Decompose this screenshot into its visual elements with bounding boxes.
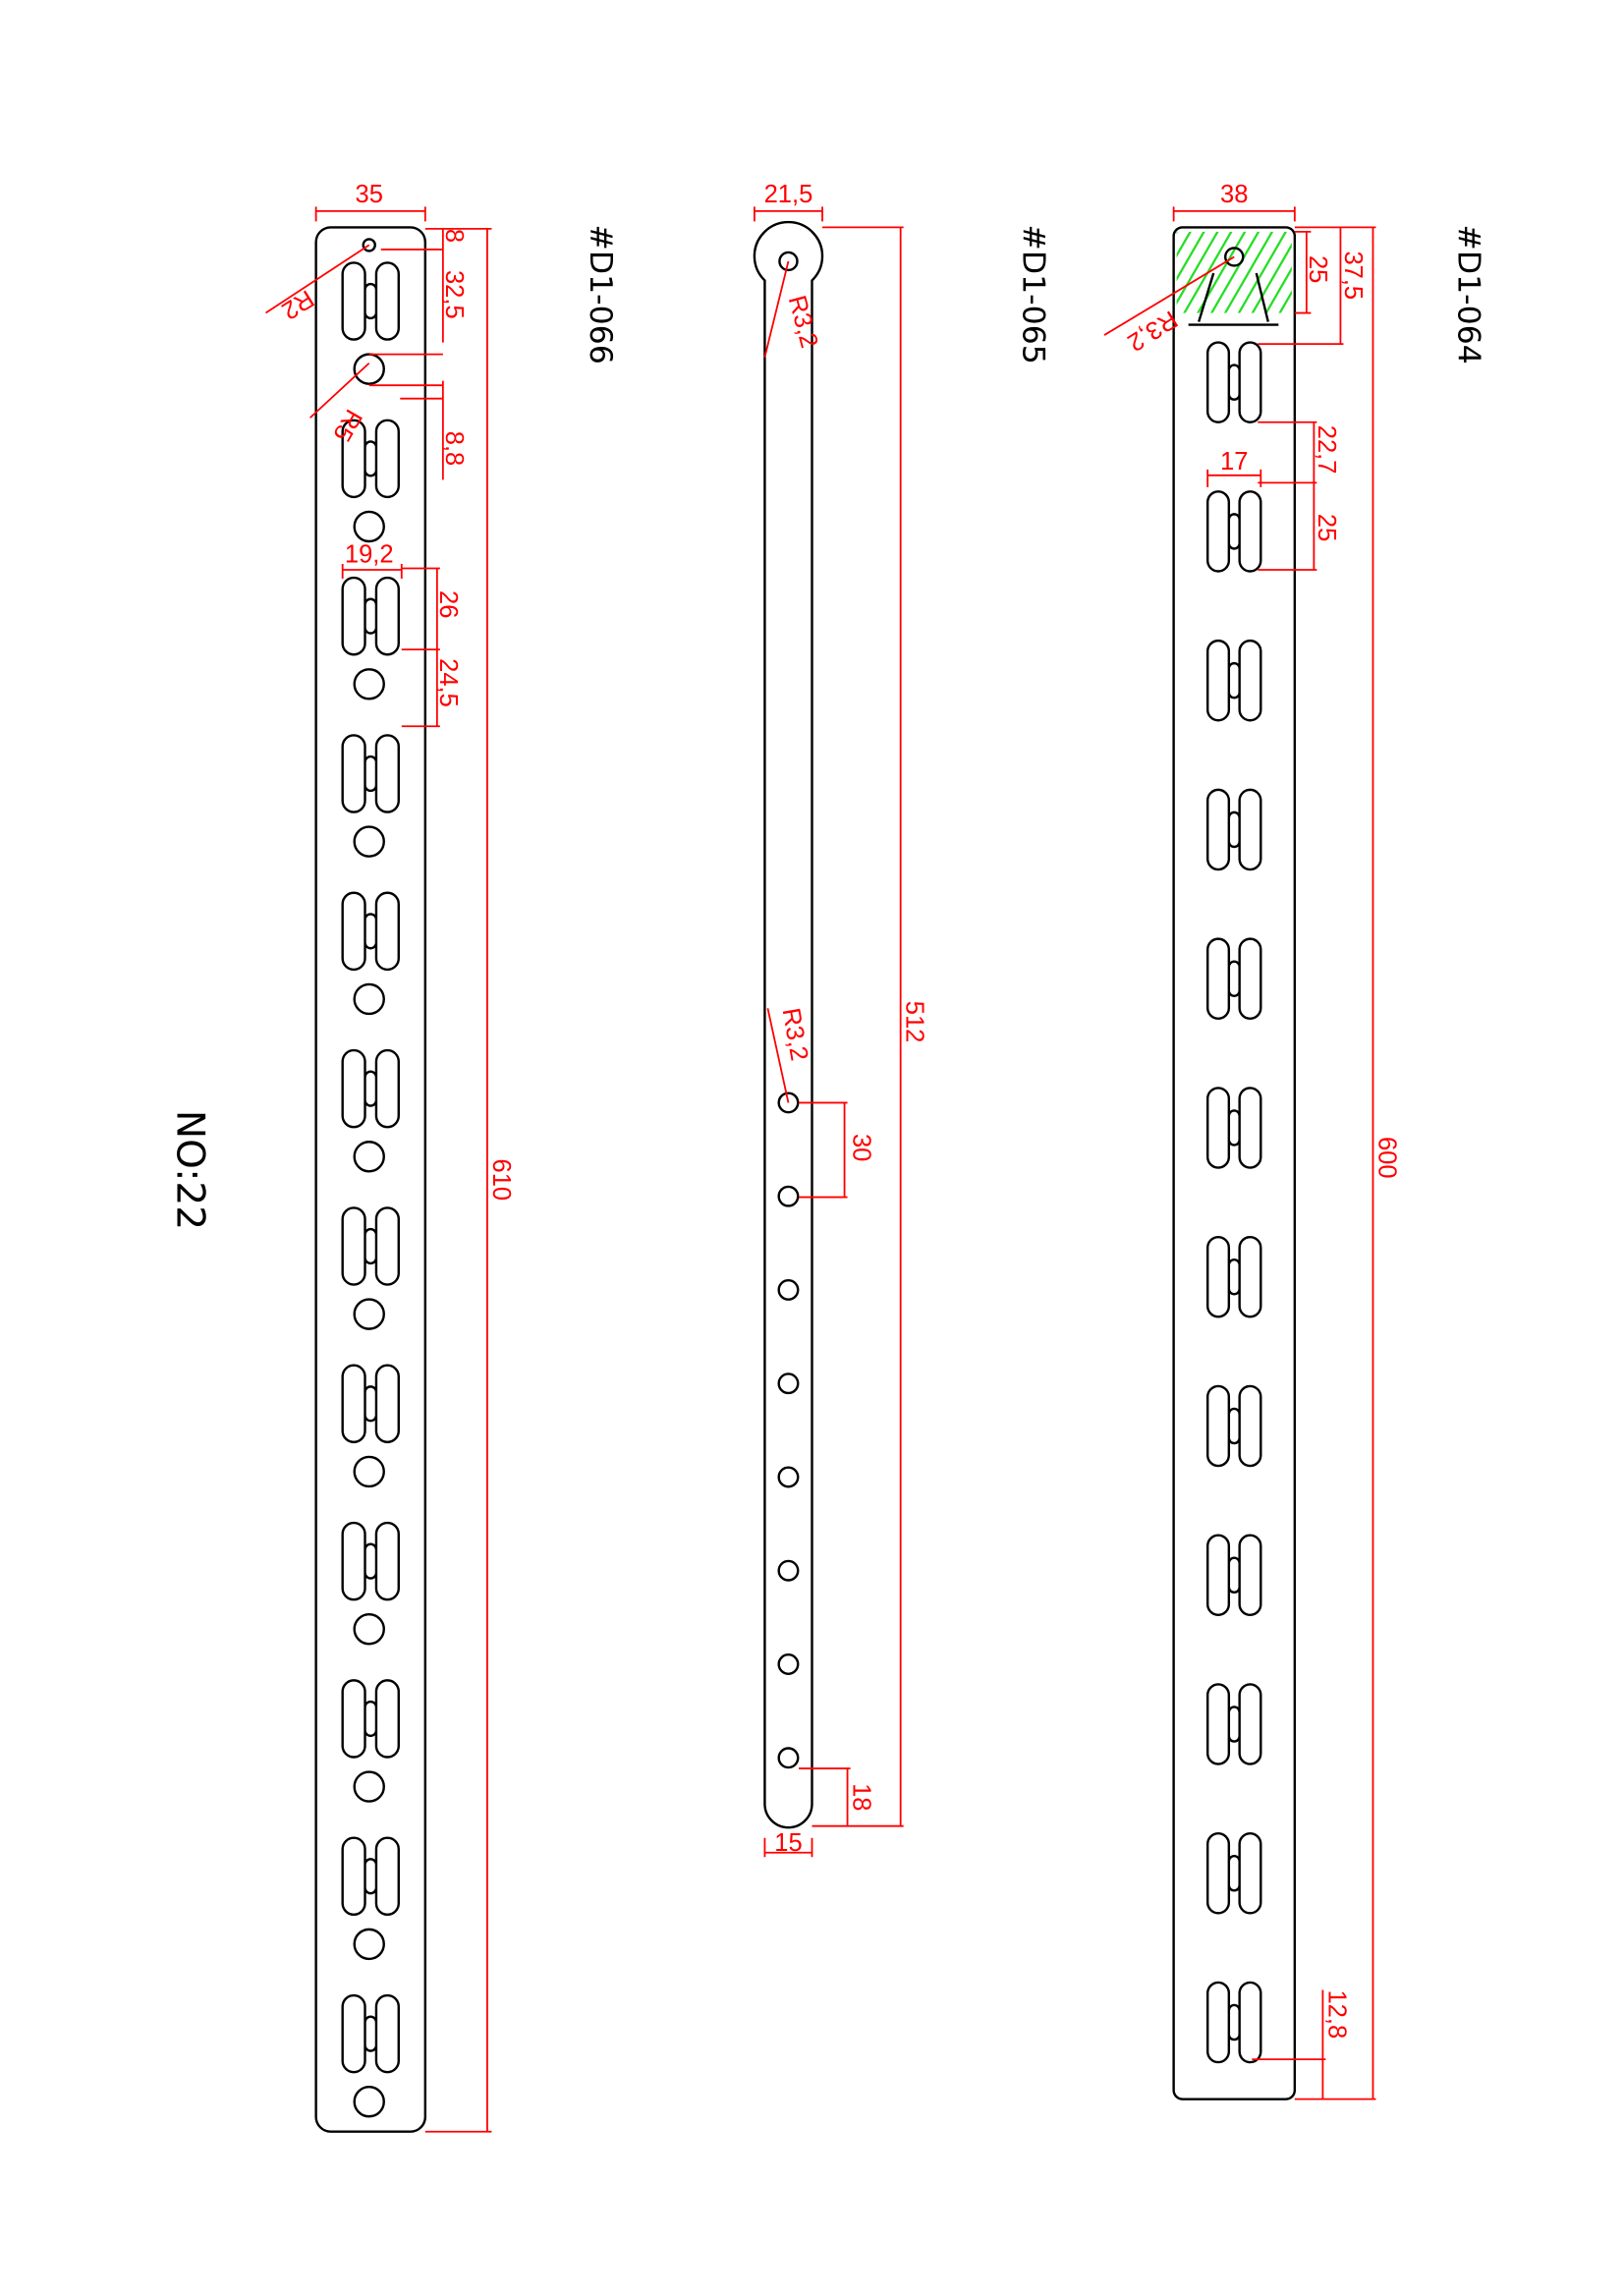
dim-length: 600: [1372, 1137, 1400, 1179]
dim-spacing: 24,5: [434, 658, 462, 707]
slot: [1205, 788, 1262, 871]
hole: [777, 1278, 800, 1301]
hole: [777, 1653, 800, 1675]
dim-gap: 22,7: [1313, 425, 1340, 475]
strip-outline: [753, 220, 824, 1829]
dim-gap: 8,8: [440, 431, 468, 467]
hole: [362, 238, 376, 252]
hatch-area: [1176, 231, 1292, 313]
dim-pitch: 32,5: [440, 270, 468, 319]
part-label-d1-065: #D1-065: [1015, 224, 1050, 364]
slot: [341, 1364, 400, 1443]
part-d1-065: [753, 220, 824, 1829]
dim-hole-radius: R3,2: [777, 1006, 813, 1063]
slot: [1205, 937, 1262, 1020]
hole: [353, 1928, 385, 1961]
dim-radius-small: R2: [277, 284, 319, 324]
slot: [341, 1836, 400, 1916]
strip-outline: [1172, 226, 1297, 2100]
dim-slot-w: 19,2: [345, 540, 394, 568]
dim-slot-h: 25: [1313, 514, 1340, 541]
dim-slot-h: 26: [434, 590, 462, 618]
hole: [353, 1770, 385, 1803]
hole: [353, 2085, 385, 2118]
slot: [1205, 490, 1262, 573]
slot: [1205, 639, 1262, 722]
hole: [777, 1466, 800, 1488]
slot: [341, 891, 400, 972]
slot: [1205, 1832, 1262, 1915]
dim-top-radius: R3,2: [783, 293, 823, 351]
dim-width: 21,5: [764, 181, 813, 208]
slot: [1205, 341, 1262, 423]
hole: [777, 1091, 800, 1114]
slot: [341, 419, 400, 499]
slot: [1205, 1683, 1262, 1765]
hanger-outline: [1188, 272, 1279, 326]
hole: [353, 668, 385, 700]
part-label-d1-066: #D1-066: [583, 224, 618, 364]
dim-top: 37,5: [1339, 251, 1367, 300]
hole: [353, 825, 385, 858]
slot: [1205, 1981, 1262, 2064]
hole: [353, 510, 385, 543]
slot: [341, 1521, 400, 1601]
dim-width: 38: [1220, 181, 1248, 208]
dim-radius: R5: [327, 405, 367, 446]
hole: [777, 1559, 800, 1582]
hole: [777, 1185, 800, 1207]
hole: [353, 1455, 385, 1488]
slot: [1205, 1384, 1262, 1468]
strip-outline: [314, 226, 427, 2133]
dim-end: 18: [848, 1783, 875, 1811]
dim-width: 35: [356, 181, 383, 208]
dim-slot-w: 17: [1220, 448, 1248, 476]
slot: [1205, 1534, 1262, 1616]
slot: [341, 261, 400, 341]
hole: [1224, 247, 1245, 267]
dim-bottom-width: 15: [774, 1829, 802, 1857]
dim-hatch: 25: [1304, 255, 1331, 283]
hole: [353, 1141, 385, 1173]
hole: [777, 1747, 800, 1769]
part-d1-066: [314, 226, 427, 2133]
hole: [353, 1613, 385, 1646]
dim-length: 512: [901, 1001, 928, 1043]
part-label-d1-064: #D1-064: [1451, 224, 1486, 364]
hole: [353, 353, 385, 385]
hole: [353, 982, 385, 1016]
slot: [1205, 1236, 1262, 1318]
slot: [341, 1206, 400, 1286]
dim-length: 610: [487, 1159, 515, 1202]
slot: [341, 576, 400, 656]
slot: [341, 1679, 400, 1759]
dim-end: 12,8: [1322, 1989, 1350, 2039]
dimensions-065: 21,5 R3,2 R3,2 30 512 18 15: [753, 181, 928, 1858]
slot: [341, 734, 400, 813]
dim-top: 8: [440, 229, 468, 243]
hole: [778, 251, 799, 272]
dim-pitch: 30: [848, 1134, 875, 1161]
part-d1-064: [1172, 226, 1297, 2100]
slot: [341, 1993, 400, 2074]
slot: [341, 1048, 400, 1129]
dimensions-064: 38 25 37,5 22,7 25 17 600 12,8 R3,2: [1103, 181, 1400, 2100]
hole: [777, 1372, 800, 1395]
slot: [1205, 1087, 1262, 1169]
sheet-number: NO:22: [167, 1110, 211, 1230]
hole: [353, 1298, 385, 1330]
